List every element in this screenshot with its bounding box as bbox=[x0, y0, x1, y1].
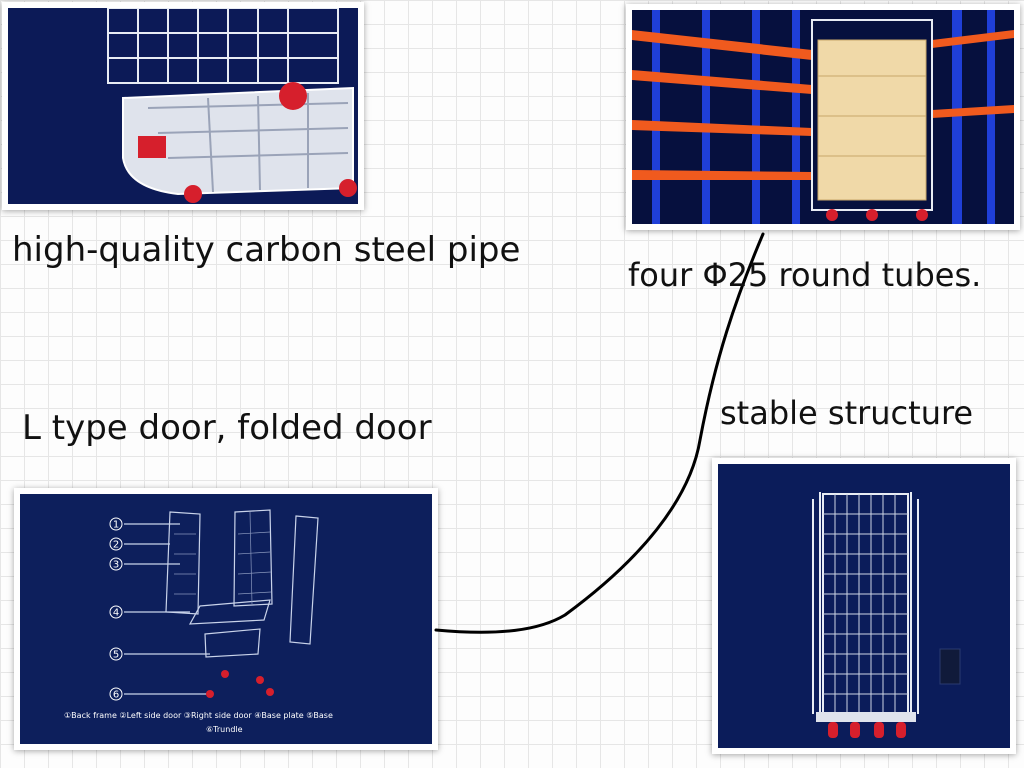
cage-front-illustration bbox=[718, 464, 1010, 748]
diagram-legend-line-1: ①Back frame ②Left side door ③Right side … bbox=[64, 711, 333, 720]
warehouse-rack-illustration bbox=[632, 10, 1014, 224]
diagram-number-1: 1 bbox=[113, 520, 119, 531]
caption-carbon-steel-pipe: high-quality carbon steel pipe bbox=[12, 230, 521, 270]
diagram-number-3: 3 bbox=[113, 560, 119, 571]
photo-warehouse-rack bbox=[626, 4, 1020, 230]
caption-stable-structure: stable structure bbox=[720, 394, 974, 432]
diagram-callouts bbox=[124, 523, 210, 695]
diagram-number-5: 5 bbox=[113, 650, 119, 661]
base-closeup-illustration bbox=[8, 8, 358, 204]
caption-round-tubes: four Φ25 round tubes. bbox=[628, 256, 982, 294]
photo-exploded-diagram-image: 1 2 3 4 5 6 ①Back frame ②Left side door … bbox=[20, 494, 432, 744]
diagram-number-4: 4 bbox=[113, 608, 119, 619]
diagram-number-6: 6 bbox=[113, 690, 119, 701]
photo-warehouse-rack-image bbox=[632, 10, 1014, 224]
photo-cage-front-image bbox=[718, 464, 1010, 748]
photo-base-closeup bbox=[2, 2, 364, 210]
photo-exploded-diagram: 1 2 3 4 5 6 ①Back frame ②Left side door … bbox=[14, 488, 438, 750]
photo-base-closeup-image bbox=[8, 8, 358, 204]
photo-cage-front bbox=[712, 458, 1016, 754]
diagram-legend-line-2: ⑥Trundle bbox=[206, 725, 243, 734]
exploded-diagram: 1 2 3 4 5 6 ①Back frame ②Left side door … bbox=[20, 494, 432, 744]
caption-door-type: L type door, folded door bbox=[22, 408, 432, 448]
diagram-number-2: 2 bbox=[113, 540, 119, 551]
